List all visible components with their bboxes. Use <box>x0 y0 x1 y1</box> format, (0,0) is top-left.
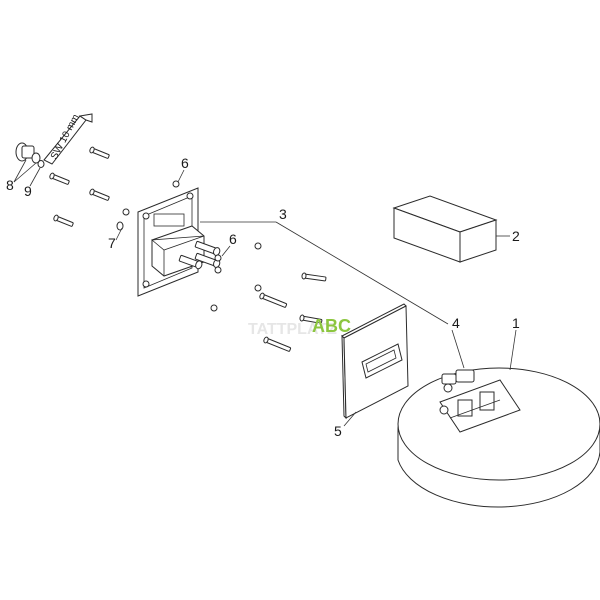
cover-plate <box>341 303 409 420</box>
watermark-faint: TATTPLATZ <box>248 321 337 338</box>
leader-6a <box>177 169 185 183</box>
part-label-1: 1 <box>512 315 520 331</box>
washers-mid <box>210 242 262 312</box>
washers-left <box>116 180 180 231</box>
leader-7 <box>115 227 123 241</box>
part-label-5: 5 <box>334 423 342 439</box>
part-label-7: 7 <box>108 235 116 251</box>
leader-1 <box>509 329 517 371</box>
leader-4 <box>451 329 465 369</box>
valve-cap <box>15 142 45 168</box>
part-label-4: 4 <box>452 315 460 331</box>
leader-9 <box>29 167 41 187</box>
part-label-9: 9 <box>24 183 32 199</box>
valve-block <box>150 225 222 277</box>
leader-3b <box>275 221 449 325</box>
screws-mid-group <box>259 272 327 352</box>
part-label-3: 3 <box>279 206 287 222</box>
part-label-8: 8 <box>6 177 14 193</box>
tool-size-label: SW 10 mm <box>49 113 82 162</box>
part-label-2: 2 <box>512 228 520 244</box>
leader-5 <box>343 411 357 427</box>
watermark-text: ABC <box>312 316 351 336</box>
box-part <box>392 195 498 263</box>
screws-left-group <box>49 146 110 227</box>
leader-6b <box>221 245 231 257</box>
leader-8b <box>13 162 37 183</box>
part-label-6b: 6 <box>229 231 237 247</box>
electronic-board <box>439 379 521 433</box>
hex-key-tool: SW 10 mm <box>43 113 93 165</box>
connector-part <box>441 369 475 393</box>
part-label-6a: 6 <box>181 155 189 171</box>
leader-8a <box>13 159 27 183</box>
